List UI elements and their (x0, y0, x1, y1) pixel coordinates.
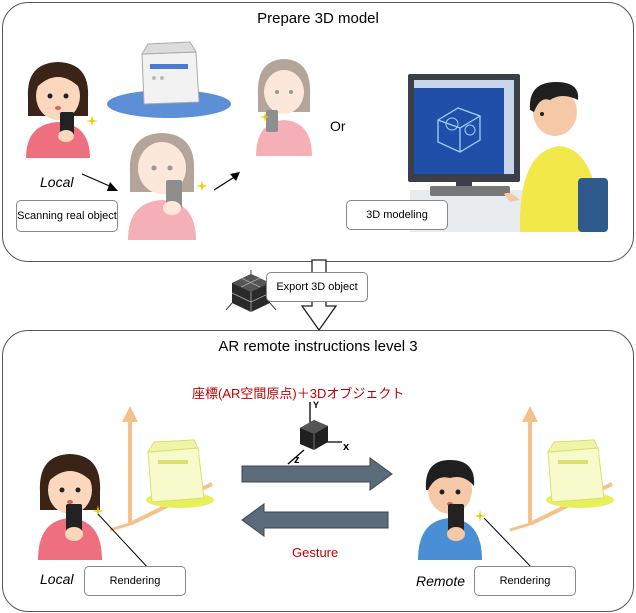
coord-label: 座標(AR空間原点)＋3Dオブジェクト (192, 386, 405, 401)
coordinate-cube-icon (287, 402, 342, 465)
pointer-line (483, 517, 535, 571)
local-label: Local (40, 174, 74, 190)
woman-scanning-illustration (26, 62, 90, 158)
axis-y-label: Y (313, 400, 320, 410)
woman-with-phone-illustration (38, 454, 102, 560)
or-label: Or (330, 118, 346, 134)
modeling-box: 3D modeling (346, 200, 448, 230)
gesture-label: Gesture (292, 545, 339, 560)
boy-with-phone-illustration (418, 460, 482, 560)
pointer-line (97, 513, 151, 571)
sparkle-icon (474, 510, 486, 522)
woman-scanning-faded-illustration (256, 59, 312, 156)
ar-axes-right-icon (509, 406, 614, 532)
cube-icon (225, 270, 277, 312)
export-box: Export 3D object (266, 272, 368, 302)
flow-arrow (213, 172, 240, 191)
printer-on-turntable-illustration (107, 41, 231, 118)
prepare-title: Prepare 3D model (257, 10, 379, 27)
ar-title: AR remote instructions level 3 (218, 338, 418, 355)
ar-axes-left-icon (109, 406, 214, 532)
rendering-box-local: Rendering (84, 566, 186, 596)
flow-arrow (81, 173, 118, 191)
rendering-box-remote: Rendering (474, 566, 576, 596)
sparkle-icon (86, 115, 98, 127)
man-at-computer-illustration (408, 74, 608, 232)
woman-scanning-faded-illustration (128, 133, 196, 240)
remote-label: Remote (416, 573, 466, 589)
scan-box: Scanning real object (16, 200, 118, 232)
right-arrow (241, 457, 393, 491)
sparkle-icon (196, 180, 208, 192)
sparkle-icon (260, 112, 270, 122)
axis-z-label: z (294, 454, 300, 466)
axis-x-label: x (343, 441, 350, 453)
left-arrow (241, 503, 389, 537)
local-label-bottom: Local (40, 571, 74, 587)
sparkle-icon (92, 505, 104, 517)
